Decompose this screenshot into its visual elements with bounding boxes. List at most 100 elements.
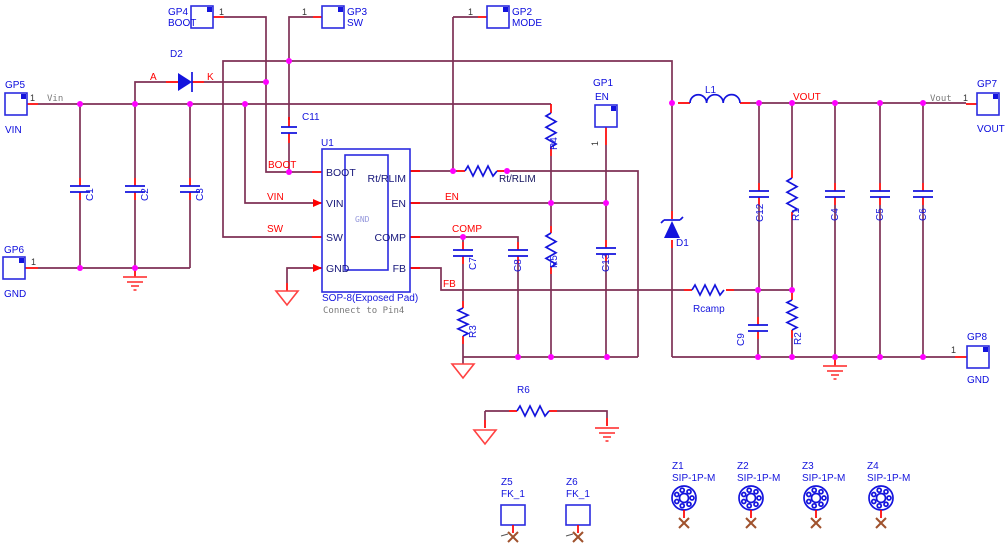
component-d2[interactable] (178, 72, 193, 92)
net-label-vin: VIN (267, 192, 284, 203)
net-label-vout: VOUT (793, 92, 821, 103)
component-c6[interactable] (913, 190, 933, 198)
port-net: VOUT (977, 124, 1005, 135)
component-c4[interactable] (825, 190, 845, 198)
component-r4[interactable] (544, 112, 558, 148)
wire-gp3-drop (288, 16, 313, 120)
wire-sw (222, 60, 673, 238)
wire-name-vout: Vout (930, 94, 952, 104)
port-net: GND (967, 375, 989, 386)
component-c5[interactable] (870, 190, 890, 198)
component-c12[interactable] (749, 190, 769, 198)
u1-note: Connect to Pin4 (323, 306, 404, 316)
component-c8[interactable] (508, 249, 528, 257)
u1-pin-gnd: GND (326, 263, 350, 275)
component-l1[interactable] (689, 93, 741, 104)
component-r1[interactable] (785, 177, 799, 213)
component-c2[interactable] (125, 185, 145, 193)
port-gp5[interactable]: GP5 VIN 1 Vin (4, 80, 63, 136)
component-rt-resistor[interactable] (464, 164, 498, 178)
component-c3[interactable] (180, 185, 200, 193)
u1-pin-fb: FB (393, 263, 406, 275)
component-c11[interactable] (281, 126, 297, 134)
label-c1: C1 (85, 188, 96, 201)
no-connect-x (875, 517, 887, 529)
component-labels: D2 A K C11 L1 D1 Rcamp R6 C1 C2 C3 C7 C8… (85, 49, 929, 396)
u1-pin-sw: SW (326, 232, 343, 244)
label-r5: R5 (549, 255, 560, 268)
gnd-triangle-u1 (275, 290, 299, 306)
port-gp2[interactable]: GP2 MODE 1 (468, 5, 542, 29)
no-connect-x (745, 517, 757, 529)
u1-pin-vin: VIN (326, 198, 344, 210)
port-pin-number: 1 (302, 7, 307, 17)
connector-part: FK_1 (501, 489, 525, 500)
port-gp6[interactable]: GP6 GND 1 (2, 245, 36, 300)
port-net: MODE (512, 18, 542, 29)
port-pin-number: 1 (31, 257, 36, 267)
port-gp8[interactable]: GP8 GND 1 (951, 332, 990, 386)
net-label-sw: SW (267, 224, 284, 235)
port-gp1[interactable]: GP1 EN 1 (590, 78, 618, 146)
components-layer[interactable] (70, 72, 933, 418)
connector-ref: Z1 (672, 461, 684, 472)
port-ref: GP8 (967, 332, 987, 343)
port-net: GND (4, 289, 26, 300)
port-pin-number: 1 (468, 7, 473, 17)
label-c6: C6 (918, 208, 929, 221)
connector-part: SIP-1P-M (737, 473, 780, 484)
connector-part: SIP-1P-M (672, 473, 715, 484)
port-pin-number: 1 (30, 93, 35, 103)
connector-ref: Z6 (566, 477, 578, 488)
component-c13[interactable] (596, 247, 616, 255)
net-label-boot: BOOT (268, 160, 296, 171)
port-gp3[interactable]: GP3 SW 1 (302, 5, 367, 29)
u1-pin-comp: COMP (375, 232, 407, 244)
connector-z5[interactable]: Z5 FK_1 (500, 477, 526, 543)
connector-z3[interactable]: Z3 SIP-1P-M (802, 461, 845, 529)
label-r1: R1 (791, 208, 802, 221)
label-r4: R4 (549, 137, 560, 150)
connector-ref: Z3 (802, 461, 814, 472)
u1-pin-rt: Rt/RLIM (367, 173, 406, 185)
wire-u1-vin (244, 104, 314, 204)
net-label-comp: COMP (452, 224, 482, 235)
u1-thermal-pad-label: GND (355, 215, 370, 224)
port-ref: GP5 (5, 80, 25, 91)
port-gp4[interactable]: GP4 BOOT 1 (168, 5, 224, 29)
no-connect-x (810, 517, 822, 529)
connector-z6[interactable]: Z6 FK_1 (565, 477, 591, 543)
component-d1[interactable] (660, 216, 684, 238)
connector-part: SIP-1P-M (867, 473, 910, 484)
label-c12: C12 (755, 203, 766, 222)
connector-z2[interactable]: Z2 SIP-1P-M (737, 461, 780, 529)
connector-z4[interactable]: Z4 SIP-1P-M (867, 461, 910, 529)
net-wires[interactable] (38, 16, 966, 420)
gnd-earth-right (822, 365, 848, 380)
wire-name-vin: Vin (47, 94, 63, 104)
component-r5[interactable] (544, 232, 558, 268)
net-labels: BOOT VIN SW EN COMP FB VOUT Rt/RLIM (267, 92, 821, 290)
port-net: EN (595, 92, 609, 103)
label-rcamp: Rcamp (693, 304, 725, 315)
component-c9[interactable] (748, 324, 768, 332)
component-u1[interactable]: U1 BOOT VIN SW GND Rt/RLIM EN COMP FB GN… (321, 138, 418, 316)
wire-boot (224, 16, 312, 173)
port-pin-number: 1 (963, 93, 968, 103)
gnd-triangle-r3 (451, 363, 475, 379)
component-rcamp[interactable] (691, 283, 725, 297)
component-c7[interactable] (453, 249, 473, 257)
label-c7: C7 (468, 257, 479, 270)
component-r3[interactable] (455, 307, 471, 337)
port-pin-number: 1 (951, 345, 956, 355)
component-r6[interactable] (516, 404, 550, 418)
component-r2[interactable] (785, 299, 799, 331)
port-gp7[interactable]: GP7 VOUT 1 Vout (930, 79, 1005, 135)
u1-pin-boot: BOOT (326, 167, 356, 179)
vin-pin-arrow (313, 199, 322, 207)
label-d1: D1 (676, 238, 689, 249)
wire-u1-gnd (286, 267, 322, 283)
connector-z1[interactable]: Z1 SIP-1P-M (671, 461, 715, 529)
component-c1[interactable] (70, 185, 90, 193)
